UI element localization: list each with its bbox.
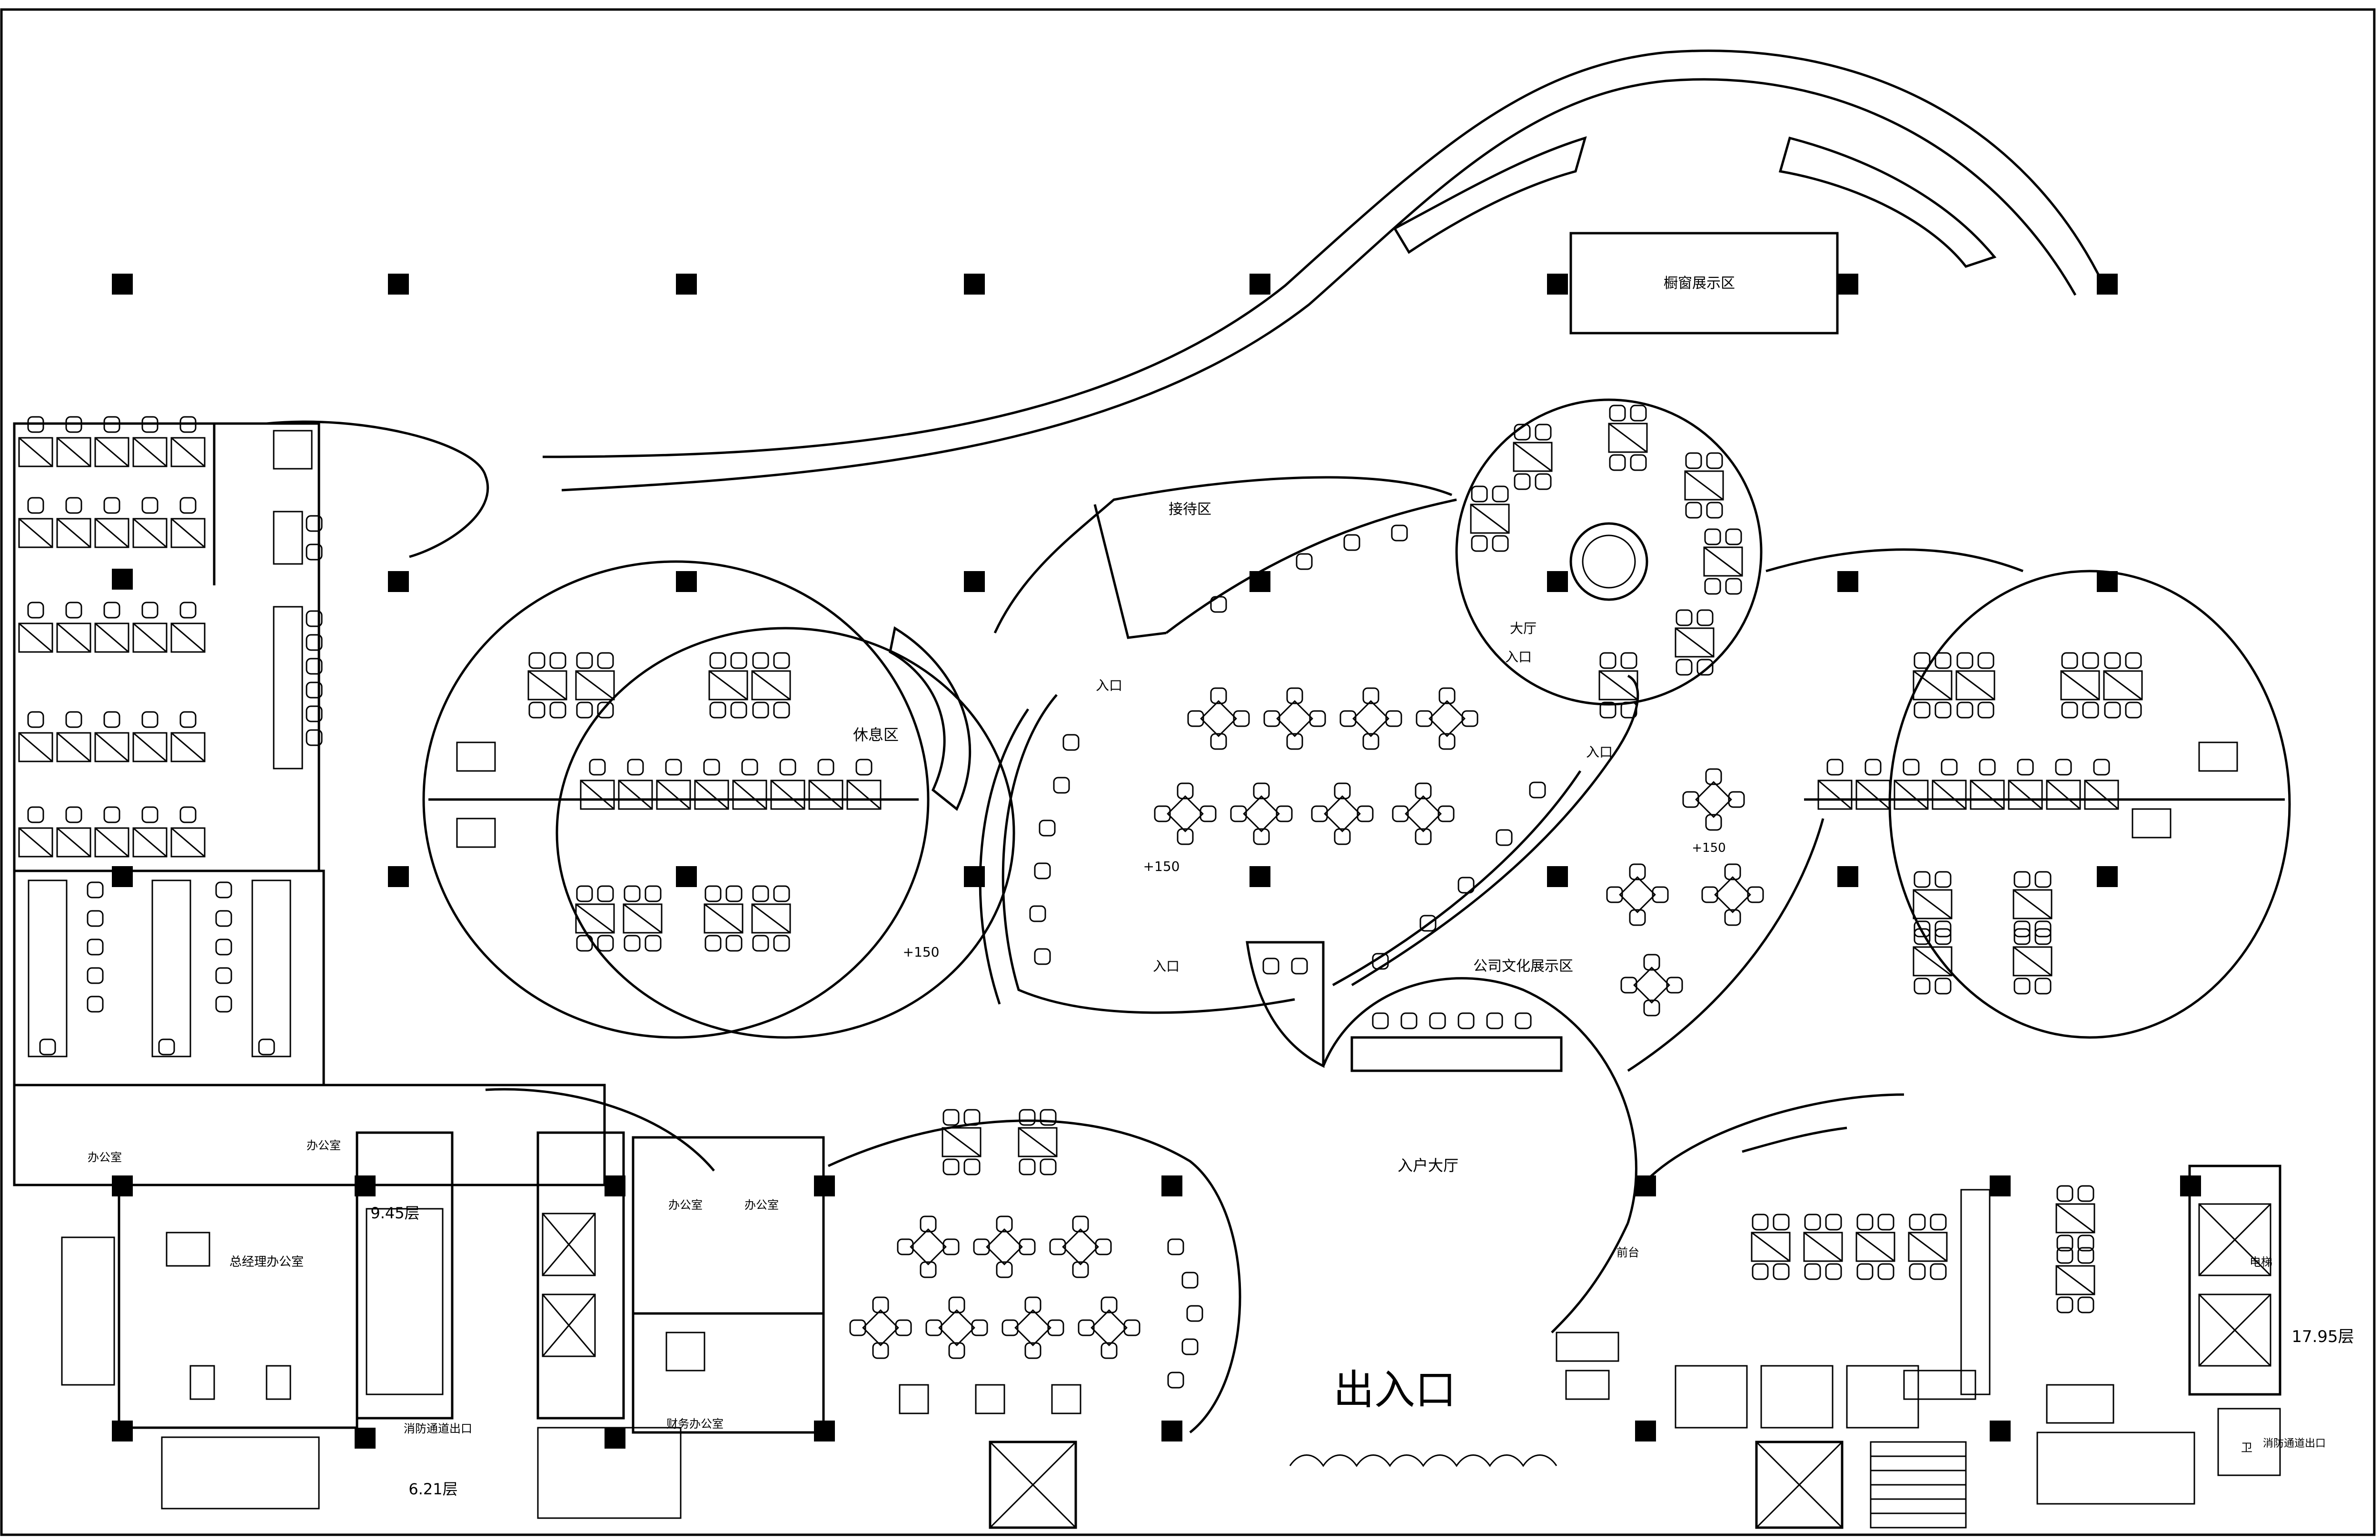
lobby-label: 大厅 [1510,621,1537,636]
west-round-office: 休息区 +150 [422,560,1015,1039]
office-label-3: 总经理办公室 [229,1255,304,1269]
rest-area-label: 休息区 [853,726,899,744]
elevation-label-3: 9.45层 [370,1204,419,1222]
entrance-label-1: 入口 [1096,678,1122,693]
office-label-1: 办公室 [88,1151,122,1164]
level-label-a: +150 [903,944,940,960]
north-facade-curve-inner [561,78,2077,492]
culture-display-area: 公司文化展示区 +150 [1473,769,1763,1016]
wc-label: 卫 [2241,1441,2252,1454]
window-display-label: 橱窗展示区 [1664,275,1735,292]
office-label-4: 办公室 [668,1198,703,1212]
east-cores: 电梯 17.95层 消防通道出口 卫 [2036,1165,2354,1505]
southeast-offices: 前台 [1616,1093,2114,1429]
office-label-2: 办公室 [307,1139,341,1152]
circular-meeting-room: 大厅 入口 [1455,398,1763,718]
rest-area-bench [889,626,972,811]
south-cores [989,1441,1967,1529]
office-label-5: 办公室 [744,1198,779,1212]
entrance-hall: 入户大厅 出入口 [1289,977,1637,1467]
office-label-6: 财务办公室 [666,1417,724,1431]
drawing-frame [0,8,2376,1536]
entrance-label-3: 入口 [1586,744,1613,760]
elevation-label-2: 17.95层 [2291,1327,2354,1346]
south-cafe [485,1088,1241,1433]
west-lower-desks [13,869,325,1086]
columns [112,274,2201,1449]
east-round-office [1627,548,2291,1072]
north-arc-2 [1778,136,1997,268]
north-facade-curve [542,49,2105,458]
level-label-c: +150 [1692,841,1726,855]
shaft-label: 前台 [1616,1246,1639,1259]
fire-exit-label-1: 消防通道出口 [404,1422,472,1435]
fire-exit-label-2: 消防通道出口 [2263,1438,2326,1450]
level-label-b: +150 [1143,859,1180,874]
entrance-hall-label: 入户大厅 [1398,1156,1458,1175]
elevation-label-1: 6.21层 [408,1480,457,1498]
north-arc-1 [1393,136,1587,254]
elevator-label: 电梯 [2250,1255,2272,1269]
central-lobby: 接待区 入口 入口 入口 +150 [979,476,1639,1068]
southwest-offices: 办公室 办公室 总经理办公室 办公室 办公室 财务办公室 消防通道出口 6.21… [13,1084,825,1519]
reception-area-label: 接待区 [1169,501,1211,518]
west-office-block [13,417,489,872]
entrance-label-4: 入口 [1505,649,1532,665]
main-exit-label: 出入口 [1333,1366,1456,1414]
culture-display-label: 公司文化展示区 [1473,958,1573,975]
entrance-label-2: 入口 [1153,958,1180,974]
